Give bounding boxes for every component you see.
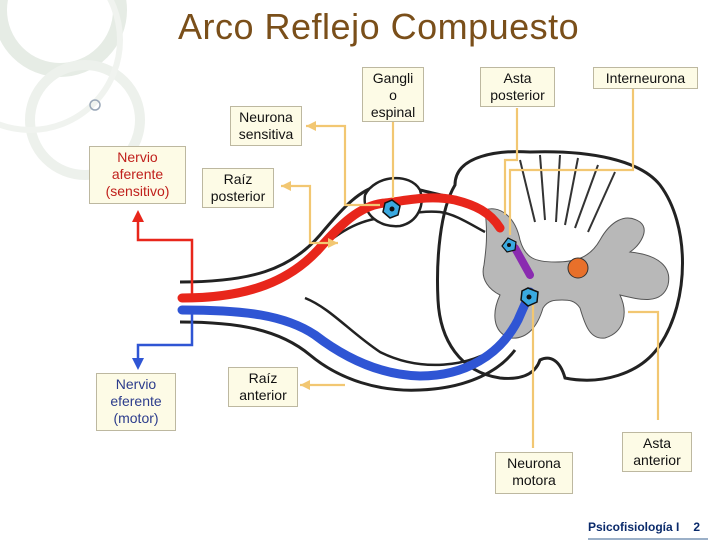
label-neurona-sensitiva: Neurona sensitiva <box>230 106 302 146</box>
sensory-neuron-body <box>382 199 401 219</box>
dorsal-horn-synapse <box>501 237 517 253</box>
label-interneurona: Interneurona <box>593 67 698 89</box>
label-raiz-posterior: Raíz posterior <box>202 168 274 208</box>
decorative-rings <box>0 0 145 180</box>
label-neurona-motora: Neurona motora <box>495 452 573 494</box>
sensory-fiber <box>177 193 505 303</box>
afferent-arrow <box>132 210 194 296</box>
motor-fiber <box>177 287 535 381</box>
label-ganglio-espinal: Gangli o espinal <box>362 67 424 122</box>
central-canal <box>567 257 589 279</box>
pointer-arrowheads <box>281 121 338 390</box>
footer-divider <box>588 538 708 540</box>
pointer-lines <box>281 85 660 448</box>
interneuron-body <box>511 244 534 279</box>
nerve-outline-lower <box>179 320 517 392</box>
efferent-arrow <box>132 312 194 370</box>
label-asta-posterior: Asta posterior <box>480 67 555 107</box>
footer-course: Psicofisiología I <box>588 520 680 534</box>
label-nervio-aferente: Nervio aferente (sensitivo) <box>89 146 186 204</box>
slide-title: Arco Reflejo Compuesto <box>178 6 580 47</box>
page-number: 2 <box>693 520 701 534</box>
slide-footer: Psicofisiología I 2 <box>588 520 700 534</box>
motor-neuron-body <box>520 287 539 307</box>
label-asta-anterior: Asta anterior <box>622 432 692 472</box>
label-raiz-anterior: Raíz anterior <box>228 367 298 407</box>
label-nervio-eferente: Nervio eferente (motor) <box>96 373 176 431</box>
